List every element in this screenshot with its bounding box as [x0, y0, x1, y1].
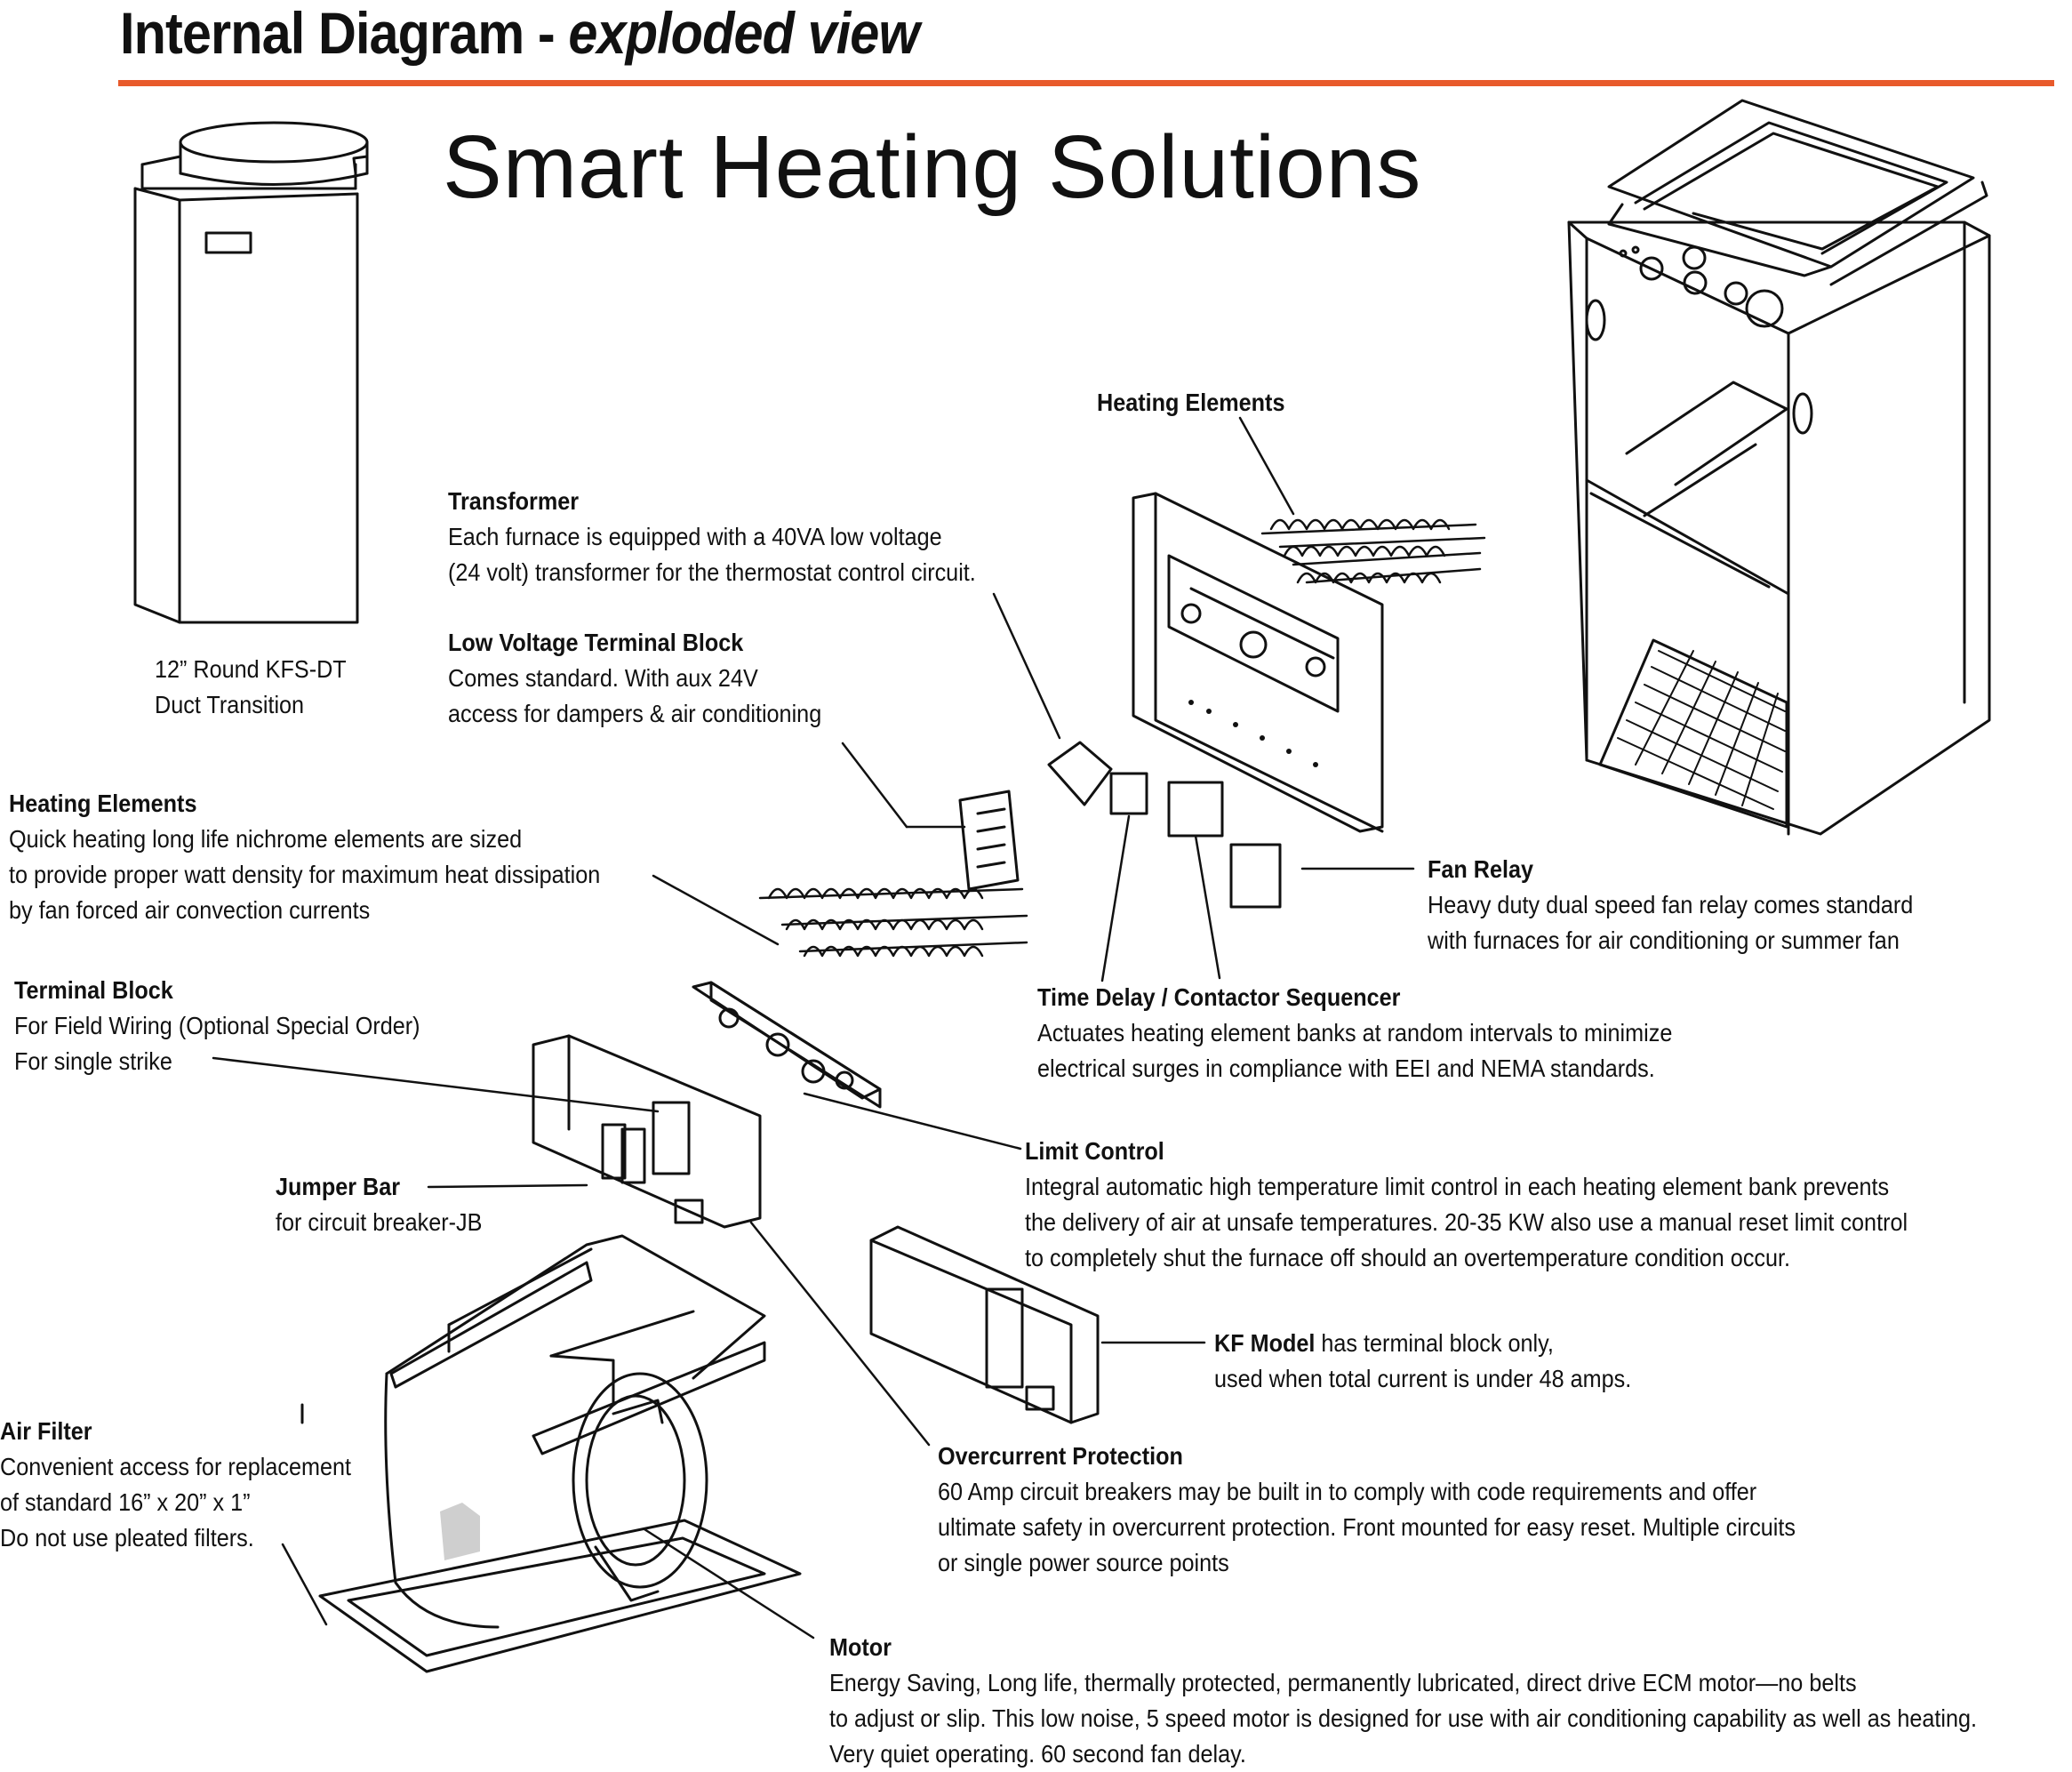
callout-air-filter: Air Filter Convenient access for replace… [0, 1414, 351, 1556]
motor-line-1: Energy Saving, Long life, thermally prot… [829, 1669, 1857, 1696]
jumper-bar-line-1: for circuit breaker-JB [276, 1208, 483, 1236]
heating-elements-lower [692, 887, 1028, 1109]
heating-elements-upper [1132, 492, 1486, 833]
motor-line-3: Very quiet operating. 60 second fan dela… [829, 1740, 1246, 1768]
kf-model-panel [869, 1225, 1100, 1424]
jumper-bar-title: Jumper Bar [276, 1173, 401, 1200]
air-filter-title: Air Filter [0, 1417, 92, 1445]
limit-control-line-1: Integral automatic high temperature limi… [1025, 1173, 1890, 1200]
heating-elements-left-line-3: by fan forced air convection currents [9, 896, 371, 924]
terminal-block-title: Terminal Block [14, 976, 173, 1004]
callout-heating-elements-top: Heating Elements [1097, 385, 1284, 421]
overcurrent-line-2: ultimate safety in overcurrent protectio… [938, 1513, 1796, 1541]
terminal-block-line-2: For single strike [14, 1047, 172, 1075]
terminal-block-line-1: For Field Wiring (Optional Special Order… [14, 1012, 420, 1039]
leader-lines [212, 416, 1415, 1640]
fan-relay-title: Fan Relay [1428, 855, 1534, 883]
callout-motor: Motor Energy Saving, Long life, thermall… [829, 1630, 1977, 1772]
blower-assembly [300, 1234, 802, 1673]
page-title-main: Internal Diagram - [120, 0, 569, 66]
duct-transition-unit [133, 121, 369, 624]
kf-model-rest: has terminal block only, [1315, 1329, 1554, 1357]
kf-model-line-1: KF Model has terminal block only, [1214, 1326, 1631, 1361]
motor-line-2: to adjust or slip. This low noise, 5 spe… [829, 1704, 1978, 1732]
duct-transition-line-1: 12” Round KFS-DT [155, 655, 347, 683]
motor-title: Motor [829, 1633, 892, 1661]
time-delay-line-1: Actuates heating element banks at random… [1037, 1019, 1673, 1046]
transformer-title: Transformer [448, 487, 580, 515]
air-filter-line-3: Do not use pleated filters. [0, 1524, 254, 1552]
heating-elements-top-title: Heating Elements [1097, 389, 1285, 416]
time-delay-line-2: electrical surges in compliance with EEI… [1037, 1054, 1655, 1082]
callout-transformer: Transformer Each furnace is equipped wit… [448, 484, 976, 590]
callout-time-delay-sequencer: Time Delay / Contactor Sequencer Actuate… [1037, 980, 1672, 1086]
limit-control-line-3: to completely shut the furnace off shoul… [1025, 1244, 1791, 1271]
callout-low-voltage-terminal-block: Low Voltage Terminal Block Comes standar… [448, 625, 821, 732]
control-components [958, 741, 1282, 909]
limit-control-line-2: the delivery of air at unsafe temperatur… [1025, 1208, 1908, 1236]
air-filter-line-1: Convenient access for replacement [0, 1453, 352, 1480]
overcurrent-title: Overcurrent Protection [938, 1442, 1183, 1470]
fan-relay-line-1: Heavy duty dual speed fan relay comes st… [1428, 891, 1914, 918]
page-title: Internal Diagram - exploded view [120, 0, 920, 66]
low-voltage-line-2: access for dampers & air conditioning [448, 700, 822, 727]
transformer-line-2: (24 volt) transformer for the thermostat… [448, 558, 976, 586]
page-title-italic: exploded view [568, 0, 919, 66]
transformer-line-1: Each furnace is equipped with a 40VA low… [448, 523, 942, 550]
low-voltage-line-1: Comes standard. With aux 24V [448, 664, 758, 692]
callout-fan-relay: Fan Relay Heavy duty dual speed fan rela… [1428, 852, 1913, 958]
kf-model-title: KF Model [1214, 1329, 1316, 1357]
overcurrent-line-3: or single power source points [938, 1549, 1229, 1576]
heating-elements-left-line-2: to provide proper watt density for maxim… [9, 861, 601, 888]
kf-model-line-2: used when total current is under 48 amps… [1214, 1365, 1632, 1392]
callout-overcurrent-protection: Overcurrent Protection 60 Amp circuit br… [938, 1439, 1796, 1581]
callout-limit-control: Limit Control Integral automatic high te… [1025, 1134, 1908, 1276]
brand-title: Smart Heating Solutions [443, 117, 1422, 217]
low-voltage-title: Low Voltage Terminal Block [448, 629, 744, 656]
callout-jumper-bar: Jumper Bar for circuit breaker-JB [276, 1169, 482, 1240]
callout-kf-model: KF Model has terminal block only, used w… [1214, 1326, 1631, 1397]
heating-elements-left-line-1: Quick heating long life nichrome element… [9, 825, 523, 853]
fan-relay-line-2: with furnaces for air conditioning or su… [1428, 926, 1900, 954]
time-delay-title: Time Delay / Contactor Sequencer [1037, 983, 1401, 1011]
cabinet-housing [1567, 99, 1991, 836]
air-filter-line-2: of standard 16” x 20” x 1” [0, 1488, 251, 1516]
callout-terminal-block: Terminal Block For Field Wiring (Optiona… [14, 973, 420, 1079]
header-accent-rule [118, 80, 2054, 86]
callout-duct-transition: 12” Round KFS-DT Duct Transition [155, 652, 347, 723]
overcurrent-line-1: 60 Amp circuit breakers may be built in … [938, 1478, 1757, 1505]
heating-elements-left-title: Heating Elements [9, 790, 197, 817]
duct-transition-line-2: Duct Transition [155, 691, 305, 718]
limit-control-title: Limit Control [1025, 1137, 1164, 1165]
callout-heating-elements-left: Heating Elements Quick heating long life… [9, 786, 600, 928]
breaker-panel [532, 1034, 762, 1229]
